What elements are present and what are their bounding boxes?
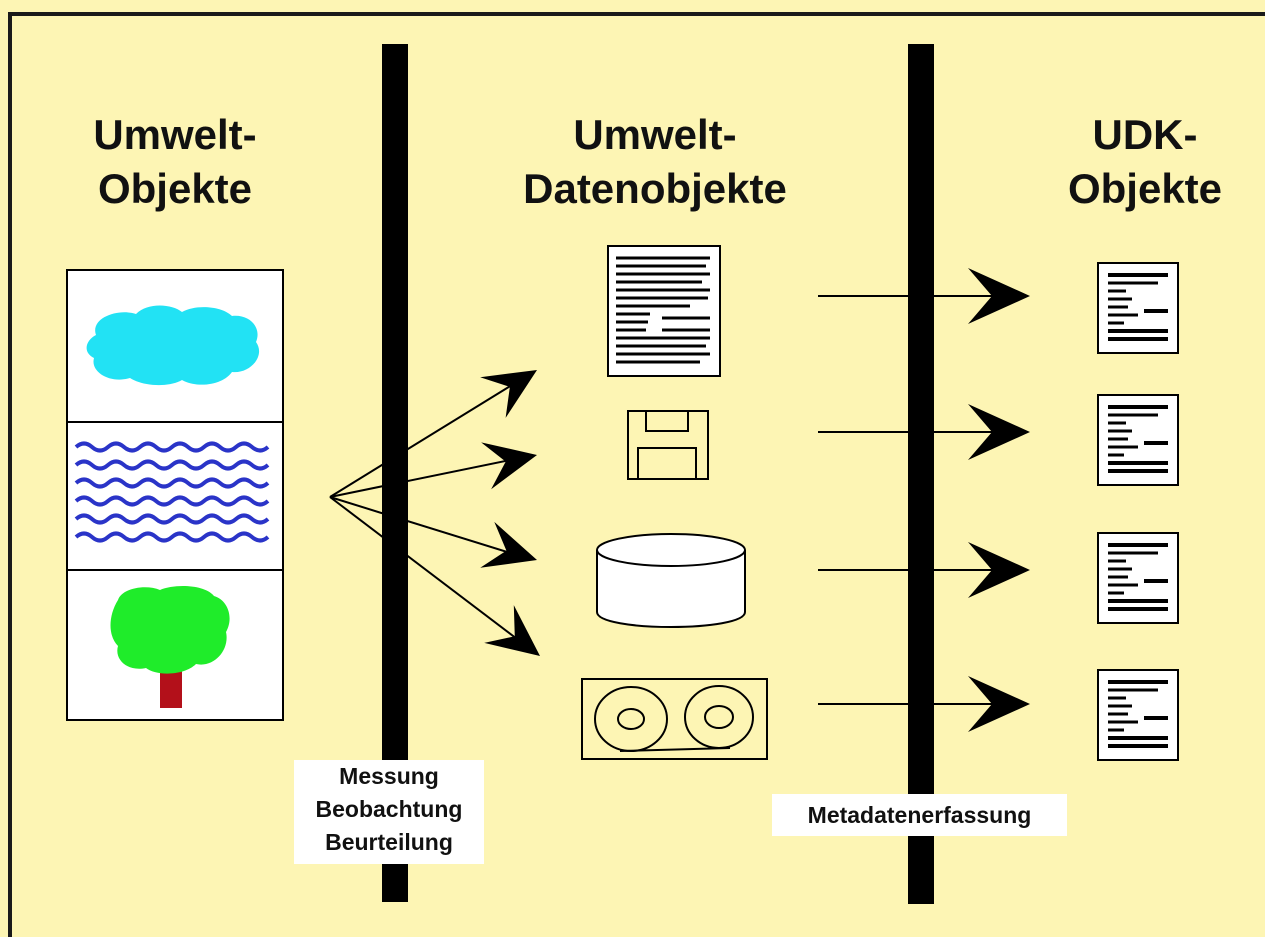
divider-line-right	[908, 44, 934, 904]
heading-data-objects-line1: Umwelt-	[573, 111, 737, 158]
fan-out-arrows	[329, 379, 526, 646]
tape-reel-icon	[581, 678, 768, 760]
heading-udk-objects: UDK- Objekte	[1030, 108, 1260, 216]
heading-environment-objects: Umwelt- Objekte	[40, 108, 310, 216]
database-cylinder-icon	[596, 533, 746, 628]
heading-udk-objects-line1: UDK-	[1092, 111, 1198, 158]
udk-document-icon-1	[1096, 261, 1180, 355]
divider-line-left	[382, 44, 408, 902]
tree-icon	[110, 586, 230, 708]
heading-data-objects-line2: Datenobjekte	[523, 165, 787, 212]
floppy-disk-icon	[627, 410, 709, 480]
heading-udk-objects-line2: Objekte	[1067, 165, 1223, 212]
text-document-icon	[607, 245, 721, 377]
udk-arrows	[818, 295, 1000, 705]
measurement-label-line2: Beobachtung	[315, 796, 463, 822]
heading-environment-objects-line1: Umwelt-	[93, 111, 257, 158]
measurement-label-line3: Beurteilung	[325, 829, 453, 855]
measurement-label-line1: Messung	[339, 763, 439, 789]
diagram-frame	[8, 12, 1265, 937]
metadata-capture-label-text: Metadatenerfassung	[807, 802, 1032, 828]
udk-document-icon-4	[1096, 668, 1180, 762]
measurement-label: Messung Beobachtung Beurteilung	[294, 760, 484, 864]
udk-document-icon-3	[1096, 531, 1180, 625]
environment-objects-panel	[66, 269, 284, 721]
udk-document-icon-2	[1096, 393, 1180, 487]
water-waves-icon	[74, 441, 270, 543]
metadata-capture-label: Metadatenerfassung	[772, 794, 1067, 836]
heading-environment-objects-line2: Objekte	[97, 165, 253, 212]
cloud-icon	[86, 305, 260, 386]
heading-environmental-data-objects: Umwelt- Datenobjekte	[490, 108, 820, 216]
